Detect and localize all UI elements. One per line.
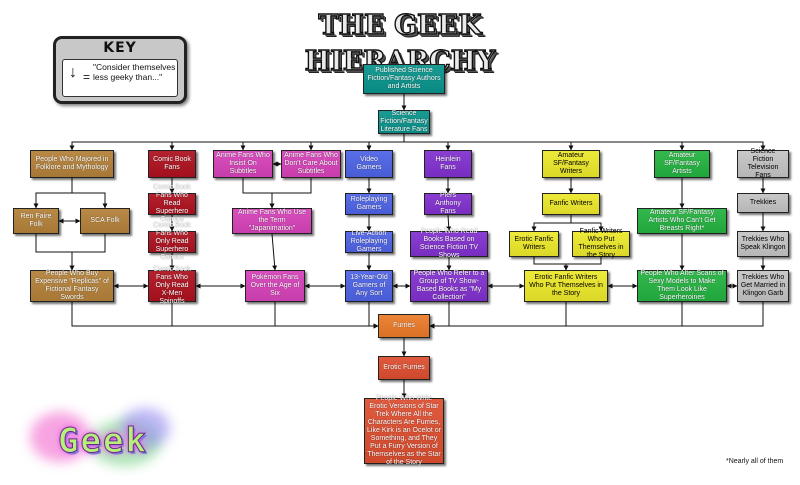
key-description: "Consider themselves less geeky than..." bbox=[93, 62, 176, 82]
connector-n18-n27 bbox=[69, 234, 106, 271]
node-n24: Erotic Fanfic Writers bbox=[509, 231, 559, 257]
node-n23: People Who Read Books Based on Science F… bbox=[410, 228, 488, 259]
node-n8: Heinlein Fans bbox=[424, 150, 472, 178]
connector-n15-n25 bbox=[570, 215, 604, 232]
node-n21: Comic Book Fans Who Only Read Superhero … bbox=[148, 222, 196, 261]
down-arrow-icon: ↓ bbox=[69, 64, 77, 81]
splash-magenta bbox=[30, 412, 90, 462]
key-equals: = bbox=[83, 70, 91, 84]
key-heading: KEY bbox=[103, 40, 137, 56]
node-n22: Live-Action Roleplaying Gamers bbox=[345, 230, 393, 253]
connector-n33-n35 bbox=[429, 302, 683, 329]
connector-n19-n29 bbox=[271, 233, 278, 271]
node-n18: SCA Folk bbox=[80, 208, 130, 234]
connector-n5-n19 bbox=[242, 178, 275, 209]
node-n35: Furries bbox=[378, 314, 430, 338]
node-n33: People Who Alter Scans of Sexy Models to… bbox=[637, 270, 727, 302]
connector-n30-n35 bbox=[368, 302, 379, 329]
node-n25: Fanfic Writers Who Put Themselves in the… bbox=[572, 228, 630, 259]
node-n29: Pokémon Fans Over the Age of Six bbox=[245, 270, 305, 302]
node-n5: Anime Fans Who Insist On Subtitles bbox=[213, 150, 273, 178]
node-n4: Comic Book Fans bbox=[148, 150, 196, 178]
node-n37: People Who Write Erotic Versions of Star… bbox=[364, 395, 444, 466]
node-n30: 13-Year-Old Gamers of Any Sort bbox=[345, 270, 393, 302]
connector-n3-n17 bbox=[33, 178, 73, 209]
splash-violet bbox=[120, 408, 170, 448]
connector-n3-n18 bbox=[71, 178, 108, 209]
node-n20: Amateur SF/Fantasy Artists Who Can't Get… bbox=[637, 208, 727, 234]
connector-n29-n35 bbox=[274, 302, 379, 329]
node-n34: Trekkies Who Get Married in Klingon Garb bbox=[737, 270, 789, 302]
node-n31: People Who Refer to a Group of TV Show-B… bbox=[410, 270, 488, 302]
node-n15: Fanfic Writers bbox=[542, 193, 600, 215]
connector-n34-n35 bbox=[429, 302, 764, 329]
connector-n2-n11 bbox=[403, 134, 766, 151]
node-n32: Erotic Fanfic Writers Who Put Themselves… bbox=[524, 270, 608, 302]
node-n7: Video Gamers bbox=[345, 150, 393, 178]
connector-n17-n27 bbox=[35, 234, 75, 271]
node-n19: Anime Fans Who Use the Term "Japanimatio… bbox=[232, 208, 312, 234]
node-n17: Ren Faire Folk bbox=[13, 208, 59, 234]
node-n13: Roleplaying Gamers bbox=[345, 193, 393, 215]
diagram-title: THE GEEK HIERARCHY bbox=[304, 9, 496, 77]
connector-n15-n24 bbox=[531, 215, 572, 232]
node-n26: Trekkies Who Speak Klingon bbox=[737, 231, 789, 257]
legend-key: KEY ↓ = "Consider themselves less geeky … bbox=[53, 36, 187, 104]
connector-n24-n32 bbox=[533, 257, 569, 271]
key-body: ↓ = "Consider themselves less geeky than… bbox=[62, 59, 178, 97]
node-n3: People Who Majored in Folklore and Mytho… bbox=[30, 150, 114, 178]
node-n1: Published Science Fiction/Fantasy Author… bbox=[363, 64, 445, 94]
node-n16: Trekkies bbox=[737, 193, 789, 213]
node-n11: Science Fiction Television Fans bbox=[737, 148, 789, 179]
geek-logo: Geek bbox=[58, 421, 148, 462]
node-n9: Amateur SF/Fantasy Writers bbox=[542, 150, 600, 178]
footnote: *Nearly all of them bbox=[726, 458, 784, 465]
connector-n31-n35 bbox=[429, 302, 450, 329]
node-n12: Comic Book Fans Who Read Superhero Comic… bbox=[148, 184, 196, 223]
connector-n27-n35 bbox=[71, 302, 379, 329]
connector-n32-n35 bbox=[429, 302, 567, 329]
node-n2: Science Fiction/Fantasy Literature Fans bbox=[378, 110, 430, 134]
node-n36: Erotic Furries bbox=[378, 356, 430, 380]
node-n27: People Who Buy Expensive "Replicas" of F… bbox=[30, 270, 114, 302]
connector-n2-n7 bbox=[366, 134, 405, 151]
node-n14: Piers Anthony Fans bbox=[424, 192, 472, 215]
connector-n6-n19 bbox=[269, 178, 312, 209]
node-n6: Anime Fans Who Don't Care About Subtitle… bbox=[281, 150, 341, 178]
connector-n14-n23 bbox=[446, 214, 452, 232]
node-n28: Comic Book Fans Who Only Read X-Men Spin… bbox=[148, 266, 196, 305]
node-n10: Amateur SF/Fantasy Artists bbox=[654, 150, 710, 178]
connector-n25-n32 bbox=[563, 257, 602, 271]
